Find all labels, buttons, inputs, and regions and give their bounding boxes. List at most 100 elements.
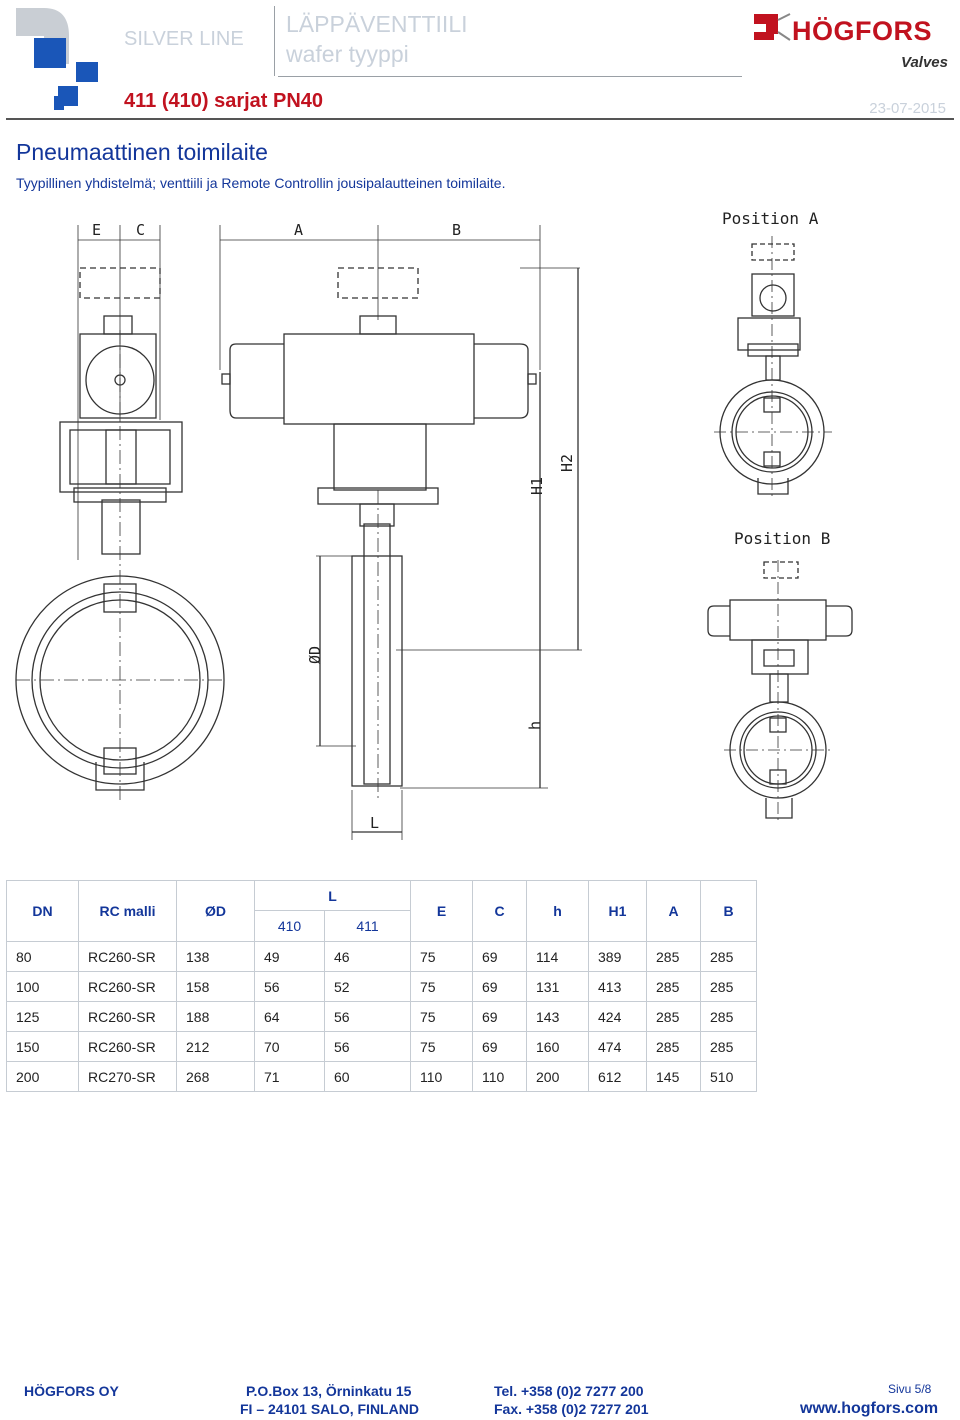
table-cell: 160 xyxy=(526,1031,589,1062)
col-model: RC malli xyxy=(78,880,177,942)
footer-company: HÖGFORS OY xyxy=(24,1383,119,1399)
table-cell: RC270-SR xyxy=(78,1061,177,1092)
position-b-drawing xyxy=(707,560,853,824)
table-cell: 69 xyxy=(472,971,527,1002)
dim-b-label: B xyxy=(452,221,461,239)
table-cell: 69 xyxy=(472,941,527,972)
hogfors-logo: HÖGFORS Valves xyxy=(752,8,952,74)
header-rule xyxy=(278,76,742,77)
footer-website-link[interactable]: www.hogfors.com xyxy=(800,1400,939,1417)
dim-l-label: L xyxy=(370,814,379,832)
table-cell: 268 xyxy=(176,1061,255,1092)
position-a-label: Position A xyxy=(722,209,819,228)
table-cell: 46 xyxy=(324,941,411,972)
table-cell: 56 xyxy=(254,971,325,1002)
col-l: L xyxy=(254,880,411,911)
product-line: SILVER LINE xyxy=(124,28,244,50)
dim-h-label: h xyxy=(526,721,544,730)
col-od: ØD xyxy=(176,880,255,942)
col-c: C xyxy=(472,880,527,942)
table-cell: 64 xyxy=(254,1001,325,1032)
front-view-drawing xyxy=(219,225,582,840)
table-cell: 131 xyxy=(526,971,589,1002)
table-cell: 200 xyxy=(6,1061,79,1092)
col-l-411: 411 xyxy=(324,910,411,942)
footer-address-line2: FI – 24101 SALO, FINLAND xyxy=(240,1401,419,1417)
table-cell: 110 xyxy=(472,1061,527,1092)
table-cell: 212 xyxy=(176,1031,255,1062)
position-a-drawing xyxy=(714,236,832,500)
table-cell: 200 xyxy=(526,1061,589,1092)
footer-phone: Tel. +358 (0)2 7277 200 xyxy=(494,1383,644,1399)
footer-address-line1: P.O.Box 13, Örninkatu 15 xyxy=(246,1383,412,1399)
table-cell: 285 xyxy=(646,1031,701,1062)
technical-drawing: E C A B H1 H2 h ØD L Position A Position… xyxy=(15,209,853,840)
product-title: LÄPPÄVENTTIILI xyxy=(286,11,468,37)
table-cell: 70 xyxy=(254,1031,325,1062)
table-cell: 71 xyxy=(254,1061,325,1092)
table-cell: 56 xyxy=(324,1001,411,1032)
col-b: B xyxy=(700,880,757,942)
header-divider xyxy=(274,6,275,76)
table-cell: 80 xyxy=(6,941,79,972)
table-cell: 75 xyxy=(410,941,473,972)
product-subtitle: wafer tyyppi xyxy=(286,41,409,67)
table-cell: 285 xyxy=(700,971,757,1002)
dim-e-label: E xyxy=(92,221,101,239)
table-cell: 285 xyxy=(646,1001,701,1032)
col-dn: DN xyxy=(6,880,79,942)
table-cell: 285 xyxy=(646,971,701,1002)
table-cell: 75 xyxy=(410,1001,473,1032)
side-view-drawing xyxy=(15,225,225,800)
logo-tagline: Valves xyxy=(901,54,948,71)
section-title: Pneumaattinen toimilaite xyxy=(16,139,268,165)
table-cell: 75 xyxy=(410,1031,473,1062)
position-b-label: Position B xyxy=(734,529,830,548)
table-cell: 285 xyxy=(700,1001,757,1032)
series-title: 411 (410) sarjat PN40 xyxy=(124,90,324,112)
table-cell: 69 xyxy=(472,1001,527,1032)
page-header xyxy=(6,6,954,120)
table-cell: 150 xyxy=(6,1031,79,1062)
page-number: Sivu 5/8 xyxy=(888,1382,932,1396)
table-cell: RC260-SR xyxy=(78,941,177,972)
table-cell: 424 xyxy=(588,1001,647,1032)
col-e: E xyxy=(410,880,473,942)
dim-c-label: C xyxy=(136,221,145,239)
table-cell: 285 xyxy=(646,941,701,972)
table-cell: RC260-SR xyxy=(78,971,177,1002)
table-cell: 145 xyxy=(646,1061,701,1092)
table-cell: 114 xyxy=(526,941,589,972)
table-cell: 413 xyxy=(588,971,647,1002)
table-cell: 49 xyxy=(254,941,325,972)
col-l-410: 410 xyxy=(254,910,325,942)
table-cell: RC260-SR xyxy=(78,1031,177,1062)
table-cell: 474 xyxy=(588,1031,647,1062)
table-cell: 158 xyxy=(176,971,255,1002)
table-cell: 510 xyxy=(700,1061,757,1092)
footer-fax: Fax. +358 (0)2 7277 201 xyxy=(494,1401,649,1417)
dim-h1-label: H1 xyxy=(528,477,546,495)
table-cell: 69 xyxy=(472,1031,527,1062)
table-cell: 52 xyxy=(324,971,411,1002)
dim-h2-label: H2 xyxy=(558,454,576,472)
table-cell: 612 xyxy=(588,1061,647,1092)
table-cell: 110 xyxy=(410,1061,473,1092)
table-cell: 100 xyxy=(6,971,79,1002)
brand-mark-icon xyxy=(16,8,98,110)
table-cell: 285 xyxy=(700,941,757,972)
dimension-table: DN RC malli ØD L E C h H1 A B 410 411 80… xyxy=(6,880,757,1092)
document-date: 23-07-2015 xyxy=(869,100,946,117)
col-h1: H1 xyxy=(588,880,647,942)
logo-symbol-icon xyxy=(754,13,791,41)
col-a: A xyxy=(646,880,701,942)
section-description: Tyypillinen yhdistelmä; venttiili ja Rem… xyxy=(16,175,506,191)
table-cell: RC260-SR xyxy=(78,1001,177,1032)
table-cell: 125 xyxy=(6,1001,79,1032)
logo-wordmark: HÖGFORS xyxy=(792,16,933,46)
